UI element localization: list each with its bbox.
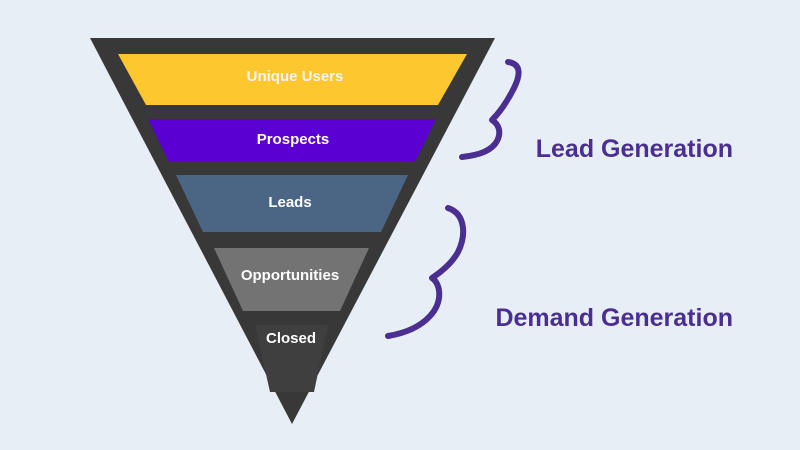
funnel-band-unique-users [118, 54, 467, 105]
demand-generation-brace [385, 205, 467, 339]
lead-generation-brace [459, 59, 522, 160]
funnel-band-opportunities [214, 248, 369, 311]
funnel-label-closed: Closed [266, 330, 316, 347]
funnel-label-unique-users: Unique Users [247, 68, 344, 85]
funnel-band-closed [255, 325, 328, 392]
demand-generation-label: Demand Generation [495, 304, 733, 332]
funnel-band-leads [176, 175, 408, 232]
funnel-label-prospects: Prospects [257, 131, 330, 148]
funnel-label-opportunities: Opportunities [241, 267, 339, 284]
lead-generation-label: Lead Generation [536, 135, 733, 163]
funnel-label-leads: Leads [268, 194, 311, 211]
funnel-band-prospects [148, 119, 436, 162]
